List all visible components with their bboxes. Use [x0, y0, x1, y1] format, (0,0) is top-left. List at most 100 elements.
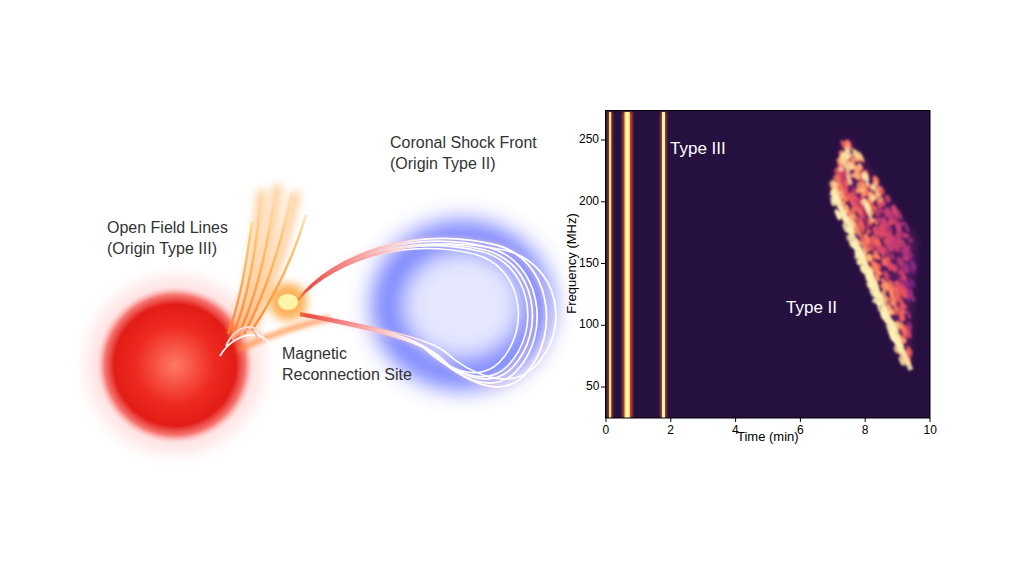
burst-blob	[856, 162, 863, 170]
burst-blob	[902, 232, 907, 239]
burst-core	[662, 112, 665, 418]
spectrogram	[605, 110, 930, 418]
region-label: Magnetic Reconnection Site	[282, 344, 432, 386]
burst-blob	[869, 194, 877, 202]
burst-core	[609, 112, 611, 418]
burst-blob	[884, 231, 892, 238]
spectrogram-background	[605, 110, 930, 418]
burst-blob	[837, 166, 844, 173]
burst-core	[626, 112, 629, 418]
burst-blob	[889, 289, 895, 298]
tick-mark	[865, 418, 866, 422]
burst-blob	[846, 177, 853, 186]
burst-blob	[873, 238, 881, 247]
tick-label: 0	[603, 423, 610, 439]
burst-blob	[863, 202, 871, 212]
burst-blob	[895, 229, 901, 238]
tick-mark	[800, 418, 801, 422]
burst-blob	[854, 173, 860, 180]
open-field-lines	[228, 185, 306, 338]
tick-mark	[735, 418, 736, 422]
burst-blob	[888, 265, 895, 271]
burst-blob	[899, 298, 906, 309]
burst-blob	[872, 249, 881, 260]
burst-edge	[623, 112, 633, 418]
burst-blob	[899, 315, 906, 322]
y-ticks	[601, 140, 605, 387]
burst-blob	[848, 163, 856, 171]
loop-strands	[298, 239, 556, 387]
burst-blob	[883, 206, 891, 215]
sun-disk	[97, 287, 253, 443]
x-ticks	[606, 418, 930, 422]
tick-label: 150	[579, 256, 599, 272]
tick-label: 10	[924, 423, 937, 439]
burst-blob	[869, 183, 877, 191]
reconnection-glow	[269, 283, 307, 321]
tick-label: 6	[797, 423, 804, 439]
tick-label: 100	[579, 317, 599, 333]
burst-blobs	[829, 139, 919, 367]
tick-label: 4	[732, 423, 739, 439]
burst-blob	[871, 225, 880, 236]
type-two-burst	[829, 136, 919, 372]
tick-label: 250	[579, 132, 599, 148]
burst-blob	[884, 281, 890, 289]
burst-blob	[890, 204, 899, 215]
burst-blob	[902, 255, 910, 263]
tick-mark	[601, 387, 605, 388]
burst-blob	[897, 242, 902, 248]
burst-haze	[830, 136, 916, 372]
tick-mark	[601, 140, 605, 141]
burst-blob	[872, 253, 880, 261]
tick-label: 2	[667, 423, 674, 439]
burst-blob	[892, 242, 901, 254]
burst-blob	[887, 247, 892, 253]
burst-label: Type II	[786, 297, 837, 319]
axis-title: Frequency (MHz)	[564, 213, 581, 313]
burst-core	[625, 112, 631, 418]
burst-blob	[896, 224, 902, 231]
field-line	[238, 185, 276, 336]
burst-lower-edge	[833, 190, 911, 370]
field-line	[252, 215, 306, 330]
burst-blob	[843, 148, 853, 160]
burst-blob	[860, 187, 865, 192]
burst-blob	[882, 237, 890, 246]
burst-blob	[861, 182, 866, 188]
burst-edge	[608, 112, 613, 418]
burst-blob	[896, 307, 900, 312]
tick-mark	[601, 263, 605, 264]
field-line-strands	[228, 185, 306, 338]
tick-label: 8	[862, 423, 869, 439]
region-label: Open Field Lines (Origin Type III)	[107, 218, 257, 260]
small-loop	[220, 335, 274, 356]
burst-blob	[853, 149, 861, 160]
burst-blob	[855, 181, 865, 193]
small-loop	[232, 330, 258, 342]
tick-mark	[601, 325, 605, 326]
burst-blob	[830, 179, 838, 191]
burst-blob	[881, 257, 890, 267]
reconnection-site	[269, 283, 307, 321]
burst-blob	[887, 288, 894, 297]
burst-blob	[899, 309, 906, 316]
reconnection-core	[278, 294, 298, 310]
burst-blob	[835, 174, 841, 182]
axis-title: Time (min)	[737, 429, 799, 446]
burst-blob	[841, 159, 847, 168]
burst-blob	[861, 171, 871, 183]
burst-blob	[909, 262, 917, 271]
burst-blob	[887, 216, 895, 226]
magnetic-loops	[298, 239, 556, 387]
burst-blob	[894, 210, 900, 219]
plot-axes	[601, 111, 930, 423]
loop-line	[298, 239, 547, 387]
tick-mark	[930, 418, 931, 422]
tick-mark	[606, 418, 607, 422]
burst-blob	[862, 232, 871, 244]
loop-glow-copy	[298, 239, 547, 387]
burst-label: Type III	[670, 138, 726, 160]
